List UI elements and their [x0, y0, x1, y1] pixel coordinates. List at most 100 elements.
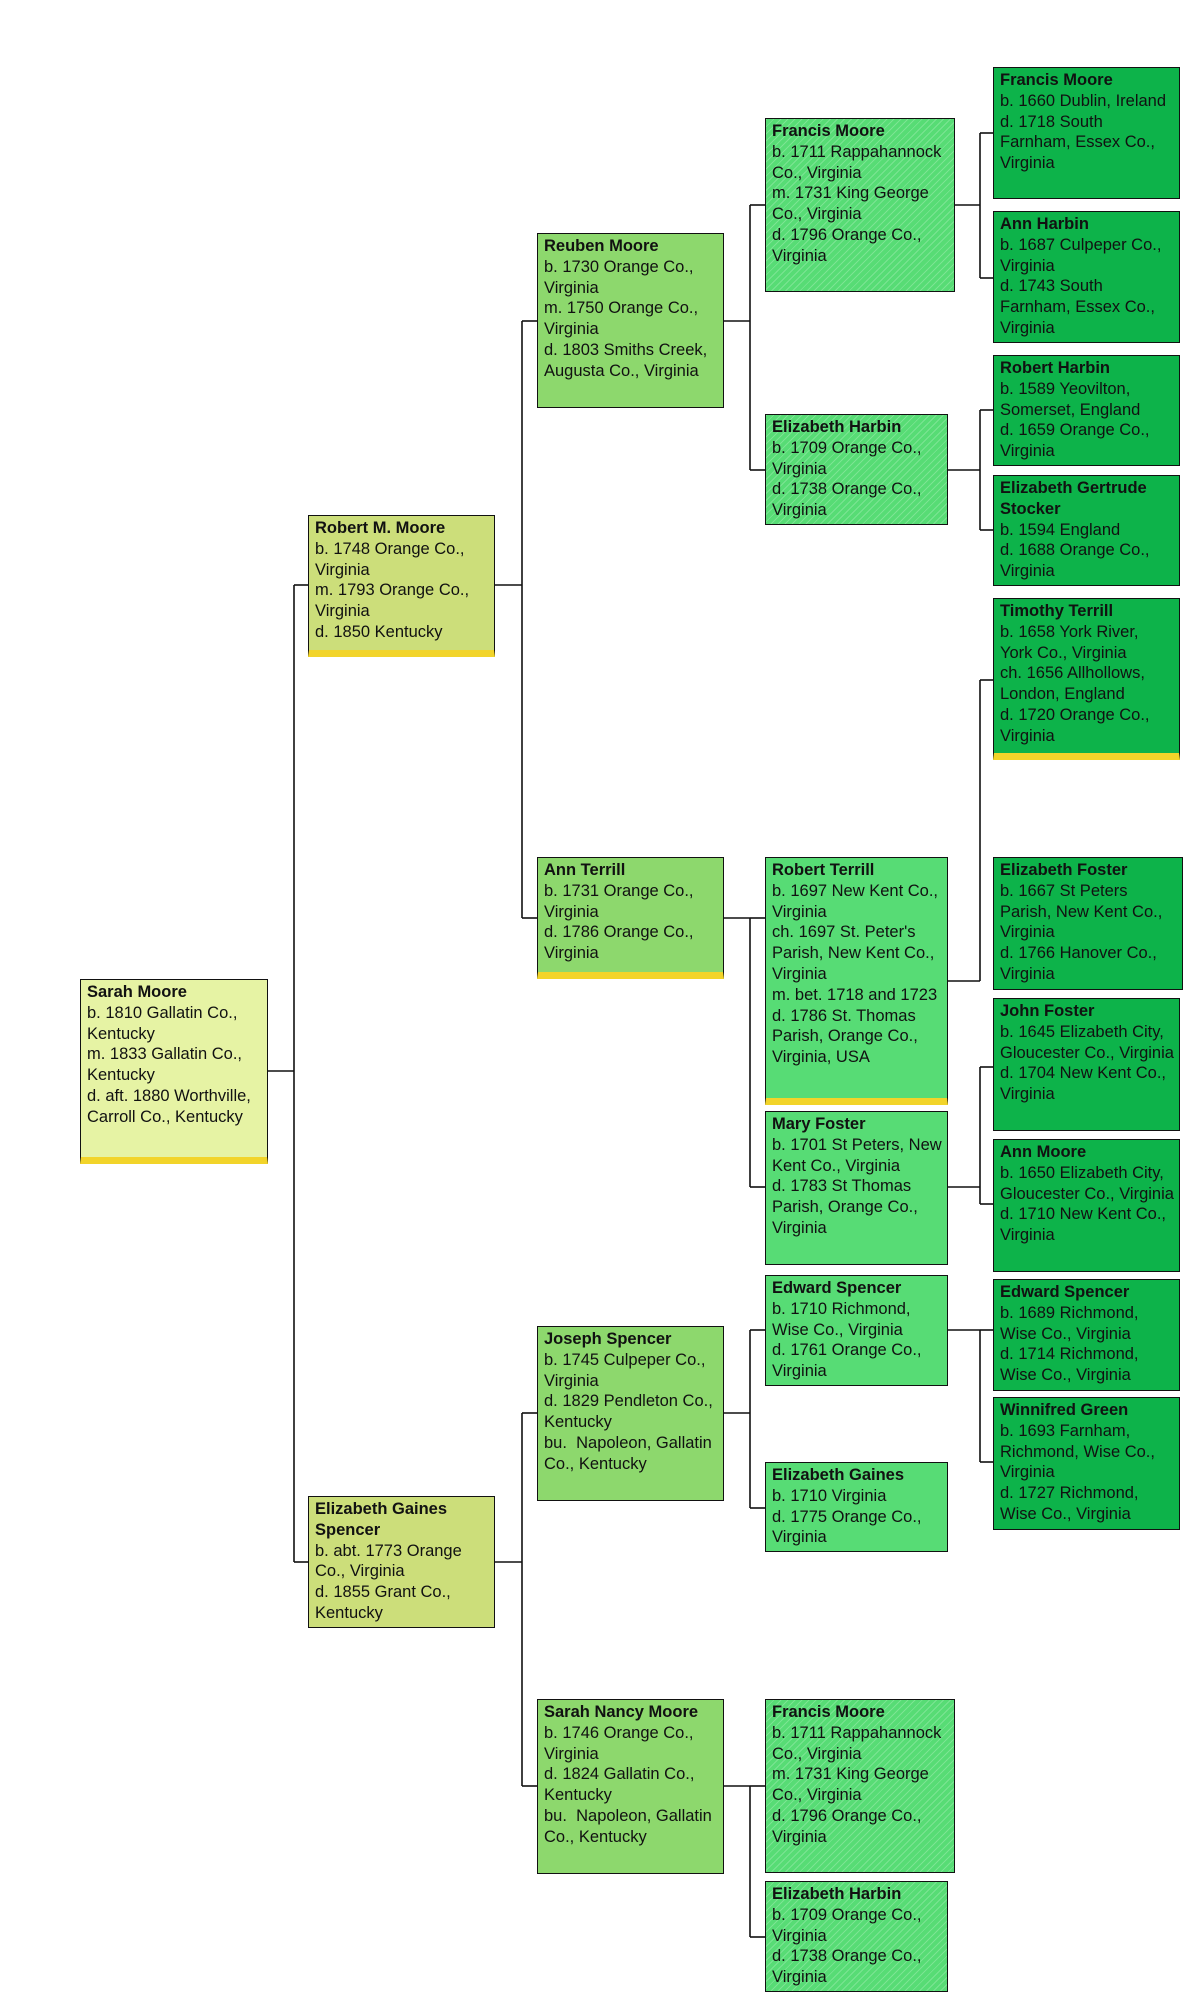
person-card[interactable]: Robert M. Moore b. 1748 Orange Co., Virg…	[308, 515, 495, 657]
person-detail: bu. Napoleon, Gallatin Co., Kentucky	[544, 1806, 717, 1846]
person-card[interactable]: Elizabeth Harbin b. 1709 Orange Co., Vir…	[765, 414, 948, 525]
person-name: John Foster	[1000, 1002, 1095, 1020]
person-name: Timothy Terrill	[1000, 602, 1114, 620]
person-card[interactable]: Elizabeth Gaines b. 1710 Virginia d. 177…	[765, 1462, 948, 1552]
person-name: Francis Moore	[772, 122, 885, 140]
person-detail: d. 1786 Orange Co., Virginia	[544, 923, 699, 963]
person-detail: b. 1745 Culpeper Co., Virginia	[544, 1350, 711, 1390]
person-detail: d. 1786 St. Thomas Parish, Orange Co., V…	[772, 1006, 923, 1067]
person-detail: b. 1710 Richmond, Wise Co., Virginia	[772, 1299, 916, 1339]
person-name: Robert Terrill	[772, 861, 875, 879]
person-detail: m. 1731 King George Co., Virginia	[772, 1765, 934, 1805]
person-detail: d. 1704 New Kent Co., Virginia	[1000, 1064, 1171, 1104]
person-detail: d. 1783 St Thomas Parish, Orange Co., Vi…	[772, 1177, 923, 1237]
person-name: Robert M. Moore	[315, 519, 446, 537]
person-detail: d. 1824 Gallatin Co., Kentucky	[544, 1765, 700, 1805]
person-detail: b. abt. 1773 Orange Co., Virginia	[315, 1541, 467, 1581]
person-detail: b. 1650 Elizabeth City, Gloucester Co., …	[1000, 1163, 1174, 1203]
person-card[interactable]: Edward Spencer b. 1689 Richmond, Wise Co…	[993, 1279, 1180, 1391]
person-detail: b. 1660 Dublin, Ireland	[1000, 91, 1167, 110]
person-name: Edward Spencer	[1000, 1283, 1130, 1301]
person-detail: d. 1761 Orange Co., Virginia	[772, 1341, 927, 1381]
person-detail: bu. Napoleon, Gallatin Co., Kentucky	[544, 1433, 717, 1473]
person-detail: b. 1810 Gallatin Co., Kentucky	[87, 1003, 243, 1043]
person-name: Francis Moore	[772, 1703, 885, 1721]
person-card[interactable]: Ann Terrill b. 1731 Orange Co., Virginia…	[537, 857, 724, 979]
person-card[interactable]: Elizabeth Harbin b. 1709 Orange Co., Vir…	[765, 1881, 948, 1992]
person-card[interactable]: Sarah Nancy Moore b. 1746 Orange Co., Vi…	[537, 1699, 724, 1874]
person-detail: d. 1738 Orange Co., Virginia	[772, 480, 927, 520]
person-card[interactable]: Robert Terrill b. 1697 New Kent Co., Vir…	[765, 857, 948, 1105]
person-name: Joseph Spencer	[544, 1330, 672, 1348]
person-detail: d. 1855 Grant Co., Kentucky	[315, 1583, 456, 1622]
person-detail: b. 1697 New Kent Co., Virginia	[772, 881, 943, 921]
person-name: Robert Harbin	[1000, 359, 1111, 377]
person-card[interactable]: Sarah Moore b. 1810 Gallatin Co., Kentuc…	[80, 979, 268, 1164]
person-name: Edward Spencer	[772, 1279, 902, 1297]
person-detail: b. 1645 Elizabeth City, Gloucester Co., …	[1000, 1022, 1174, 1062]
person-detail: d. 1766 Hanover Co., Virginia	[1000, 944, 1162, 983]
person-card[interactable]: Timothy Terrill b. 1658 York River, York…	[993, 598, 1180, 760]
person-detail: b. 1748 Orange Co., Virginia	[315, 539, 470, 579]
person-detail: b. 1594 England	[1000, 520, 1121, 539]
person-detail: b. 1731 Orange Co., Virginia	[544, 881, 699, 921]
person-card[interactable]: Reuben Moore b. 1730 Orange Co., Virgini…	[537, 233, 724, 408]
person-detail: d. 1803 Smiths Creek, Augusta Co., Virgi…	[544, 340, 711, 380]
person-detail: b. 1693 Farnham, Richmond, Wise Co., Vir…	[1000, 1421, 1160, 1482]
person-card[interactable]: Elizabeth Foster b. 1667 St Peters Paris…	[993, 857, 1183, 990]
person-name: Elizabeth Gaines	[772, 1466, 905, 1484]
person-name: Winnifred Green	[1000, 1401, 1129, 1419]
person-card[interactable]: Elizabeth Gaines Spencer b. abt. 1773 Or…	[308, 1496, 495, 1628]
person-detail: b. 1658 York River, York Co., Virginia	[1000, 622, 1143, 662]
person-detail: b. 1730 Orange Co., Virginia	[544, 257, 699, 297]
person-name: Francis Moore	[1000, 71, 1113, 89]
person-detail: m. 1833 Gallatin Co., Kentucky	[87, 1045, 247, 1085]
person-detail: d. 1775 Orange Co., Virginia	[772, 1507, 927, 1547]
person-detail: d. aft. 1880 Worthville, Carroll Co., Ke…	[87, 1086, 256, 1126]
person-card[interactable]: John Foster b. 1645 Elizabeth City, Glou…	[993, 998, 1180, 1131]
person-card[interactable]: Elizabeth Gertrude Stocker b. 1594 Engla…	[993, 475, 1180, 586]
person-detail: d. 1796 Orange Co., Virginia	[772, 1806, 927, 1846]
person-card[interactable]: Winnifred Green b. 1693 Farnham, Richmon…	[993, 1397, 1180, 1530]
person-name: Reuben Moore	[544, 237, 659, 255]
person-detail: d. 1829 Pendleton Co., Kentucky	[544, 1392, 718, 1432]
person-detail: b. 1711 Rappahannock Co., Virginia	[772, 142, 947, 182]
person-card[interactable]: Francis Moore b. 1711 Rappahannock Co., …	[765, 118, 955, 292]
person-detail: d. 1659 Orange Co., Virginia	[1000, 421, 1155, 461]
person-name: Ann Harbin	[1000, 215, 1089, 233]
person-card[interactable]: Robert Harbin b. 1589 Yeovilton, Somerse…	[993, 355, 1180, 466]
person-detail: m. 1793 Orange Co., Virginia	[315, 581, 474, 621]
person-name: Elizabeth Harbin	[772, 1885, 902, 1903]
person-name: Mary Foster	[772, 1115, 866, 1133]
person-detail: b. 1589 Yeovilton, Somerset, England	[1000, 379, 1141, 419]
person-name: Sarah Nancy Moore	[544, 1703, 699, 1721]
person-card[interactable]: Francis Moore b. 1660 Dublin, Ireland d.…	[993, 67, 1180, 199]
person-card[interactable]: Edward Spencer b. 1710 Richmond, Wise Co…	[765, 1275, 948, 1386]
person-detail: d. 1738 Orange Co., Virginia	[772, 1947, 927, 1987]
person-detail: b. 1689 Richmond, Wise Co., Virginia	[1000, 1303, 1144, 1343]
person-detail: d. 1720 Orange Co., Virginia	[1000, 705, 1155, 745]
person-name: Elizabeth Gaines Spencer	[315, 1500, 448, 1539]
person-detail: ch. 1656 Allhollows, London, England	[1000, 664, 1150, 704]
person-name: Ann Moore	[1000, 1143, 1087, 1161]
person-card[interactable]: Francis Moore b. 1711 Rappahannock Co., …	[765, 1699, 955, 1873]
person-detail: d. 1710 New Kent Co., Virginia	[1000, 1205, 1171, 1245]
person-detail: b. 1746 Orange Co., Virginia	[544, 1723, 699, 1763]
person-card[interactable]: Ann Harbin b. 1687 Culpeper Co., Virgini…	[993, 211, 1180, 343]
person-card[interactable]: Mary Foster b. 1701 St Peters, New Kent …	[765, 1111, 948, 1265]
person-detail: m. 1731 King George Co., Virginia	[772, 184, 934, 224]
person-detail: d. 1743 South Farnham, Essex Co., Virgin…	[1000, 277, 1160, 337]
person-detail: b. 1709 Orange Co., Virginia	[772, 438, 927, 478]
person-detail: b. 1709 Orange Co., Virginia	[772, 1905, 927, 1945]
person-detail: b. 1701 St Peters, New Kent Co., Virgini…	[772, 1135, 947, 1175]
person-detail: m. bet. 1718 and 1723	[772, 985, 938, 1004]
person-card[interactable]: Ann Moore b. 1650 Elizabeth City, Glouce…	[993, 1139, 1180, 1272]
person-detail: d. 1796 Orange Co., Virginia	[772, 225, 927, 265]
person-detail: d. 1727 Richmond, Wise Co., Virginia	[1000, 1484, 1144, 1523]
person-card[interactable]: Joseph Spencer b. 1745 Culpeper Co., Vir…	[537, 1326, 724, 1501]
person-detail: d. 1718 South Farnham, Essex Co., Virgin…	[1000, 112, 1160, 173]
person-detail: d. 1850 Kentucky	[315, 622, 443, 641]
person-detail: b. 1667 St Peters Parish, New Kent Co., …	[1000, 881, 1167, 942]
person-name: Elizabeth Foster	[1000, 861, 1128, 879]
